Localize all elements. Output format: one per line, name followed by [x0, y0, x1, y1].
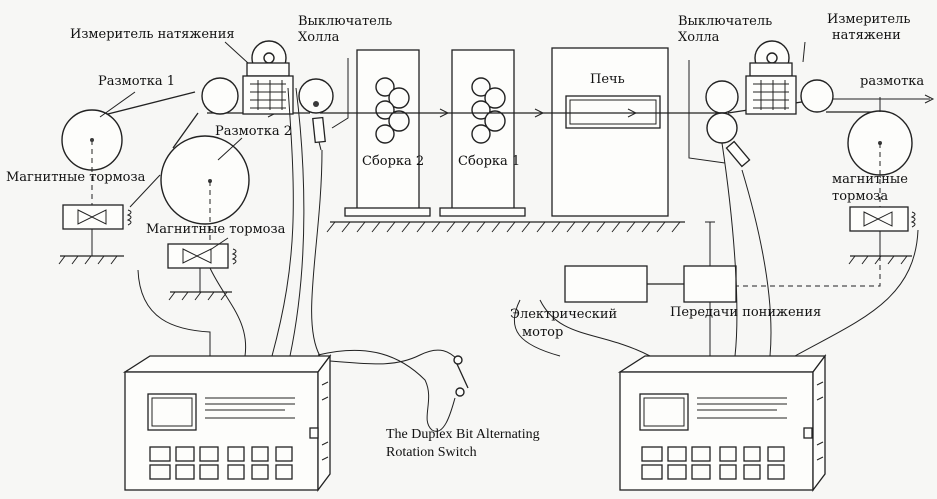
label-unwind-right: размотка	[860, 74, 925, 89]
tension-meter-right	[705, 40, 834, 144]
label-magnetic-brake-right-line1: магнитные	[832, 172, 908, 187]
reduction-gear	[647, 221, 737, 303]
assembly-1-frame	[439, 49, 526, 217]
label-tension-meter-right-line1: Измеритель	[827, 12, 911, 27]
label-oven: Печь	[590, 72, 625, 87]
label-duplex-switch-line2: Rotation Switch	[386, 445, 477, 460]
label-assembly-2: Сборка 2	[362, 154, 425, 169]
tension-meter-left	[201, 40, 334, 115]
electric-motor	[564, 265, 648, 303]
hall-switch-right	[688, 60, 751, 168]
label-electric-motor-line2: мотор	[522, 325, 564, 340]
label-duplex-switch-line1: The Duplex Bit Alternating	[386, 427, 540, 442]
label-unwind-2: Размотка 2	[215, 124, 292, 139]
label-hall-switch-right-line1: Выключатель	[678, 14, 773, 29]
oven-box	[551, 47, 669, 217]
unwind-roll-1	[61, 109, 123, 214]
unwind-roll-2	[160, 112, 250, 245]
signal-cables	[137, 87, 919, 432]
magnetic-brake-1	[58, 204, 132, 265]
label-magnetic-brake-2: Магнитные тормоза	[146, 222, 286, 237]
label-tension-meter-left: Измеритель натяжения	[70, 27, 235, 42]
label-hall-switch-right-line2: Холла	[678, 30, 720, 45]
label-assembly-1: Сборка 1	[458, 154, 521, 169]
label-magnetic-brake-1: Магнитные тормоза	[6, 170, 146, 185]
hall-switch-left	[312, 58, 349, 151]
label-tension-meter-right-line2: натяжени	[832, 28, 901, 43]
label-unwind-1: Размотка 1	[98, 74, 175, 89]
label-reduction-gear: Передачи понижения	[670, 305, 822, 320]
label-hall-switch-left-line1: Выключатель	[298, 14, 393, 29]
label-magnetic-brake-right-line2: тормоза	[832, 189, 889, 204]
ground-line-center	[326, 221, 685, 233]
label-electric-motor-line1: Электрический	[510, 307, 618, 322]
leader-lines	[99, 41, 881, 251]
controller-left	[122, 354, 332, 492]
assembly-2-frame	[344, 49, 431, 217]
magnetic-brake-2	[167, 243, 237, 301]
label-hall-switch-left-line2: Холла	[298, 30, 340, 45]
duplex-switch	[453, 355, 469, 397]
magnetic-brake-right	[736, 206, 916, 287]
controller-right	[617, 354, 827, 492]
